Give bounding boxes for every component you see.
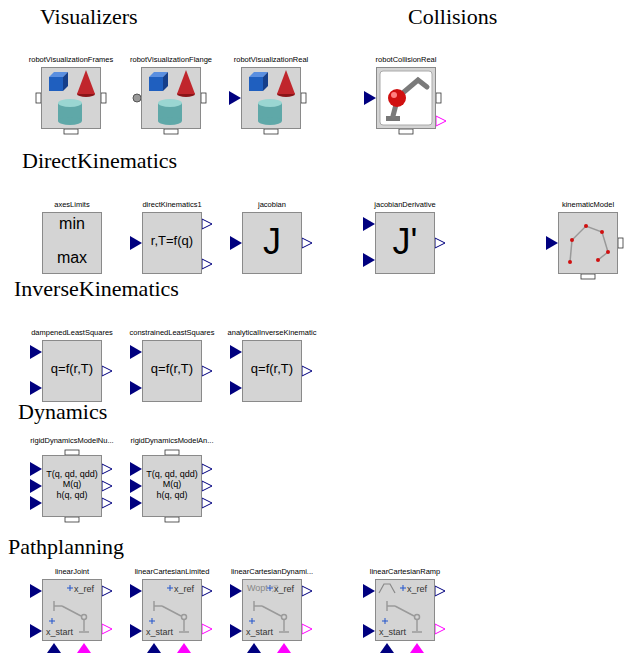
block-name: linearCartesianLimited [135,568,210,577]
block-icon: dampenedLeastSquaresq=f(r,T) [42,340,102,402]
block-icon: linearCartesianLimitedx_refx_start [142,579,202,641]
block-name: kinematicModel [562,201,614,210]
block-icon: jacobianJ [242,212,302,274]
block-name: rigidDynamicsModelNu... [30,437,113,446]
block-text: x_ref [74,584,94,594]
block-text: T(q, qd, qdd) M(q) h(q, qd) [43,469,101,500]
block-name: jacobianDerivative [374,201,435,210]
block-name: linearCartesianDynami... [231,568,313,577]
path-planner-icon [30,584,445,653]
kinematic-chain [568,224,610,264]
block-text: q=f(r,T) [43,362,101,377]
block-text: x_start [46,627,73,637]
section-heading: Visualizers [40,4,138,29]
block-name: robotVisualizationFlange [130,56,212,65]
block-text: Wopt [247,583,268,593]
visualizer-icon [36,70,306,134]
section-heading: DirectKinematics [22,148,177,173]
block-name: linearCartesianRamp [370,568,440,577]
section-heading: Pathplanning [8,534,124,559]
block-text: r,T=f(q) [143,234,201,249]
block-icon: analyticalInverseKinematicq=f(r,T) [242,340,302,402]
block-icon: robotVisualizationFrames [41,67,101,129]
block-icon: axesLimitsminmax [42,212,102,274]
block-icon: rigidDynamicsModelNu...T(q, qd, qdd) M(q… [42,455,102,517]
port-symbols [30,345,312,395]
section-heading: Collisions [408,4,497,29]
block-name: axesLimits [54,201,89,210]
block-icon: robotVisualizationReal [241,67,301,129]
block-icon: directKinematics1r,T=f(q) [142,212,202,274]
block-name: directKinematics1 [142,201,201,210]
block-text: x_ref [407,584,427,594]
section-heading: Dynamics [18,399,107,424]
block-icon: kinematicModel [558,212,618,274]
port-symbols [30,450,212,522]
block-icon: linearJointx_refx_start [42,579,102,641]
block-text: q=f(r,T) [243,362,301,377]
block-text: q=f(r,T) [143,362,201,377]
block-name: linearJoint [55,568,89,577]
block-icon: linearCartesianRampx_refx_start [375,579,435,641]
block-text: x_ref [174,584,194,594]
block-text: x_start [146,627,173,637]
block-icon: robotCollisionReal [376,67,436,129]
block-text: J [243,221,301,262]
block-icon: jacobianDerivativeJ' [375,212,435,274]
block-text: T(q, qd, qdd) M(q) h(q, qd) [143,469,201,500]
block-name: jacobian [258,201,286,210]
block-icon: constrainedLeastSquaresq=f(r,T) [142,340,202,402]
block-icon: linearCartesianDynami...Woptx_refx_start [242,579,302,641]
block-icon: rigidDynamicsModelAn...T(q, qd, qdd) M(q… [142,455,202,517]
block-text: J' [376,221,434,262]
section-heading: InverseKinematics [14,276,179,301]
block-name: robotVisualizationReal [234,56,309,65]
block-text: x_start [379,627,406,637]
block-text: x_start [246,627,273,637]
port-symbols [130,217,623,279]
block-name: analyticalInverseKinematic [228,329,317,338]
block-text: min [43,215,101,233]
block-text: x_ref [274,584,294,594]
block-name: robotVisualizationFrames [29,56,114,65]
block-name: robotCollisionReal [376,56,437,65]
block-icon: robotVisualizationFlange [141,67,201,129]
block-name: constrainedLeastSquares [129,329,214,338]
block-text: max [43,249,101,267]
block-name: rigidDynamicsModelAn... [131,437,214,446]
block-name: dampenedLeastSquares [31,329,113,338]
